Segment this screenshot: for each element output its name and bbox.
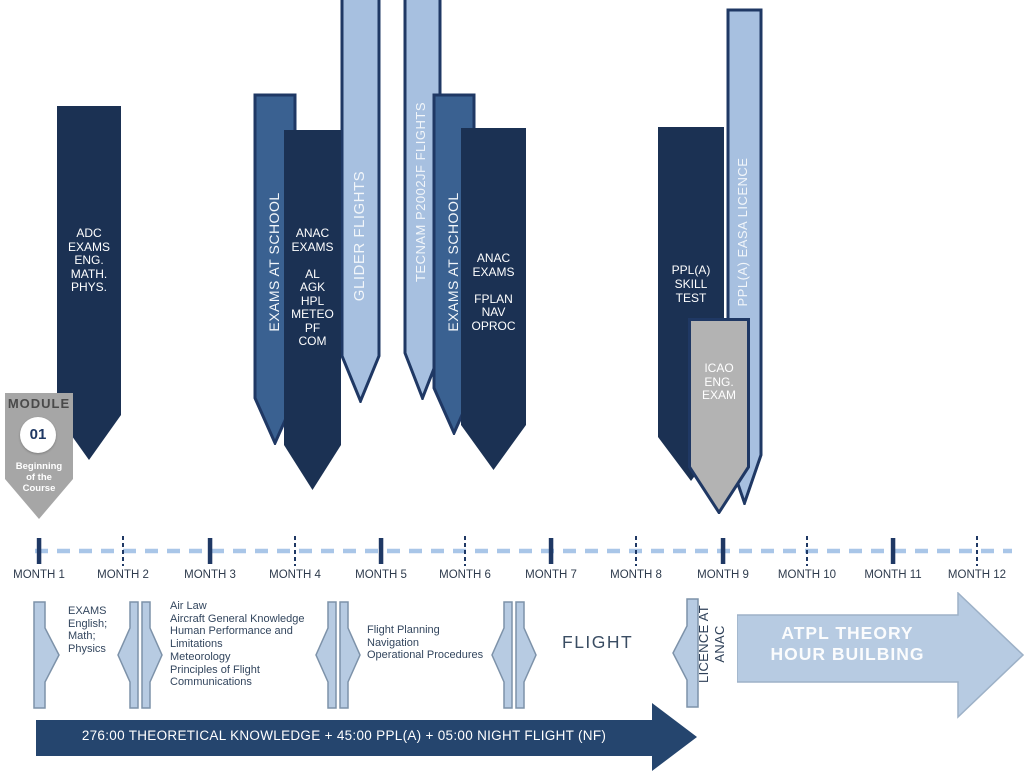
month-label-12: MONTH 12: [947, 569, 1007, 581]
chevron-right-month1: [33, 601, 60, 709]
month-label-10: MONTH 10: [777, 569, 837, 581]
month-label-1: MONTH 1: [13, 569, 65, 581]
tick-month-11: [890, 538, 896, 564]
month-label-4: MONTH 4: [269, 569, 321, 581]
month-label-11: MONTH 11: [864, 569, 922, 581]
month-label-2: MONTH 2: [97, 569, 149, 581]
note-flight-planning: Flight Planning Navigation Operational P…: [367, 624, 484, 662]
module-marker-title: MODULE: [7, 396, 71, 411]
atpl-theory-arrow: [737, 592, 1024, 719]
banner-glider-flights-label: GLIDER FLIGHTS: [351, 170, 368, 302]
tick-month-5: [378, 538, 384, 564]
chevron-pair-month7: [491, 601, 537, 709]
month-label-9: MONTH 9: [697, 569, 749, 581]
tick-month-7: [548, 538, 554, 564]
chevron-left-licence: [672, 598, 699, 708]
note-theory-subjects: Air Law Aircraft General Knowledge Human…: [170, 600, 305, 689]
tick-month-9: [720, 538, 726, 564]
banner-adc-exams-label: ADC EXAMS ENG. MATH. PHYS.: [67, 226, 110, 294]
month-label-6: MONTH 6: [439, 569, 491, 581]
banner-icao-eng-exam-label: ICAO ENG. EXAM: [701, 361, 736, 402]
month-label-7: MONTH 7: [525, 569, 577, 581]
banner-tecnam-flights: [403, 0, 442, 400]
tick-month-1: [36, 538, 42, 564]
banner-anac-exams-1: [284, 130, 341, 490]
timeline-axis: [35, 536, 1012, 566]
banner-glider-flights: [340, 0, 381, 403]
banner-easa-licence-label: PPL(A) EASA LICENCE: [735, 157, 750, 307]
banner-ppl-skill-test-label: PPL(A) SKILL TEST: [671, 263, 711, 305]
note-flight-phase: FLIGHT: [562, 632, 634, 652]
total-hours-arrow: [36, 703, 697, 771]
banner-anac-exams-2-label: ANAC EXAMS FPLAN NAV OPROC: [471, 251, 516, 333]
banner-anac-exams-2: [461, 128, 526, 470]
banner-anac-exams-1-label: ANAC EXAMS AL AGK HPL METEO PF COM: [291, 226, 334, 348]
month-label-5: MONTH 5: [355, 569, 407, 581]
note-licence-at-anac: LICENCE AT ANAC: [696, 605, 727, 683]
module-number-badge: 01: [20, 417, 56, 453]
month-label-8: MONTH 8: [610, 569, 662, 581]
banner-icao-eng-exam: [688, 318, 750, 514]
note-exams-subjects: EXAMS English; Math; Physics: [68, 605, 108, 656]
banner-exams-at-school-1-label: EXAMS AT SCHOOL: [266, 192, 282, 332]
module-marker-ribbon: [5, 393, 73, 519]
atpl-theory-arrow-label: ATPL THEORY HOUR BUILBING: [770, 623, 925, 664]
banner-tecnam-flights-label: TECNAM P2002JF FLIGHTS: [413, 101, 428, 283]
chevron-pair-month2: [117, 601, 163, 709]
total-hours-arrow-label: 276:00 THEORETICAL KNOWLEDGE + 45:00 PPL…: [81, 728, 607, 743]
tick-month-3: [207, 538, 213, 564]
banner-adc-exams: [57, 106, 121, 460]
month-label-3: MONTH 3: [184, 569, 236, 581]
chevron-pair-month5: [315, 601, 361, 709]
module-marker-caption: Beginning of the Course: [15, 461, 63, 494]
